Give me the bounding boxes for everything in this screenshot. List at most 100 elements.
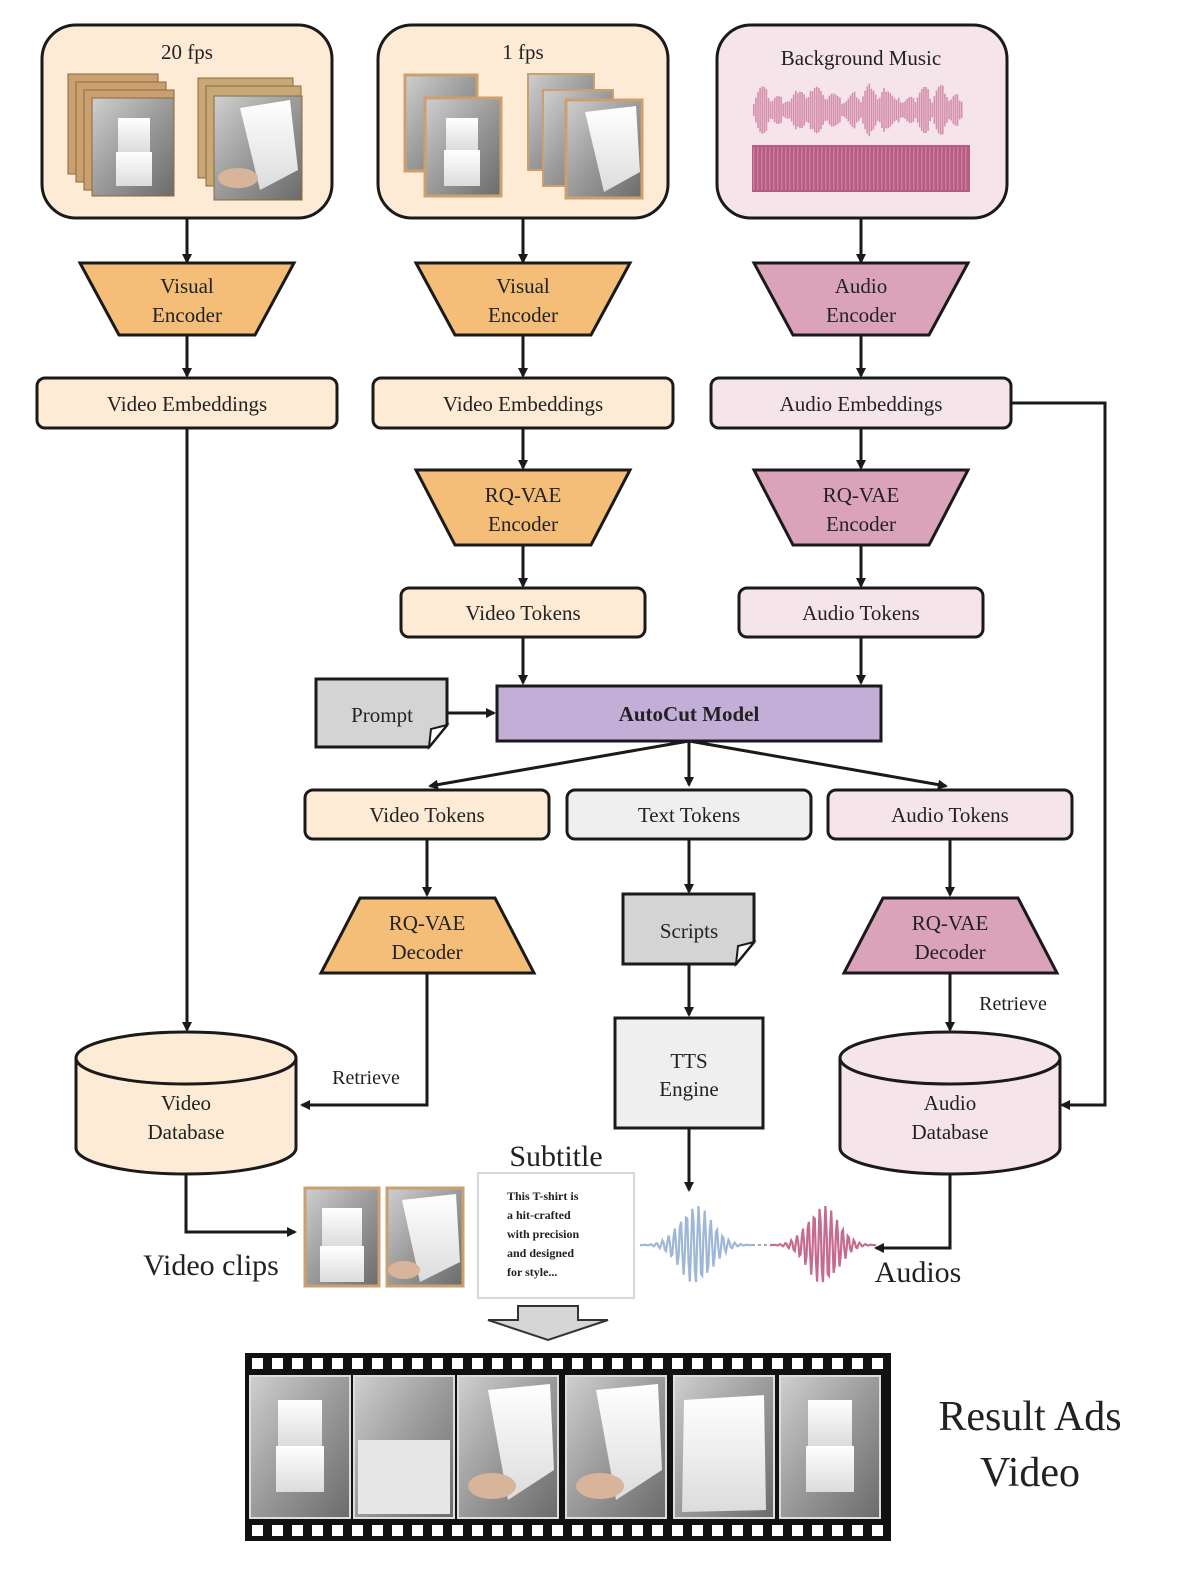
waveform-bar (958, 100, 961, 120)
spectrogram-band (893, 147, 895, 190)
spectrogram-band (857, 147, 859, 190)
waveform-bar (778, 96, 780, 124)
waveform-bar (853, 91, 856, 129)
rqvae-video-decoder: RQ-VAE Decoder (318, 896, 537, 975)
frame-stack-2 (197, 77, 303, 201)
sprocket-hole (772, 1358, 783, 1369)
waveform-bar (828, 95, 831, 125)
audio-embeddings: Audio Embeddings (709, 376, 1013, 430)
svg-text:Visual: Visual (160, 274, 214, 298)
waveform-bar (761, 86, 763, 134)
svg-text:Encoder: Encoder (488, 512, 558, 536)
garment-shape (806, 1446, 854, 1492)
waveform-bar (870, 88, 873, 132)
spectrogram-band (885, 147, 887, 190)
retrieve-audio-label: Retrieve (979, 993, 1047, 1015)
spectrogram-band (873, 147, 875, 190)
prompt-document: Prompt (314, 677, 450, 751)
waveform-bar (822, 95, 824, 125)
waveform-bar (801, 92, 803, 128)
sprocket-hole (652, 1358, 663, 1369)
subtitle-line-1: This T-shirt is (507, 1189, 579, 1203)
waveform-bar (937, 86, 940, 134)
waveform-bar (944, 93, 946, 127)
waveform-bar (803, 94, 805, 126)
sprocket-hole (252, 1525, 263, 1536)
spectrogram-band (801, 147, 803, 190)
sprocket-hole (472, 1525, 483, 1536)
waveform-bar (904, 101, 906, 119)
waveform-bar (765, 89, 768, 131)
hand-shape (576, 1473, 624, 1499)
svg-text:Encoder: Encoder (826, 303, 896, 327)
subtitle-title: Subtitle (509, 1140, 602, 1173)
svg-text:RQ-VAE: RQ-VAE (389, 911, 466, 935)
video-embeddings-1: Video Embeddings (35, 376, 339, 430)
waveform-bar (824, 99, 826, 121)
audio-tokens-out: Audio Tokens (826, 788, 1074, 841)
spectrogram-band (901, 147, 903, 190)
waveform-bar (921, 89, 923, 131)
sprocket-hole (392, 1358, 403, 1369)
video-embeddings-2: Video Embeddings (371, 376, 675, 430)
spectrogram-band (777, 147, 779, 190)
text-tokens-out: Text Tokens (565, 788, 813, 841)
waveform-bar (757, 91, 759, 129)
video-clips-label: Video clips (143, 1249, 279, 1282)
autocut-model: AutoCut Model (495, 684, 883, 743)
video-database: Video Database (74, 1030, 298, 1176)
source-20fps: 20 fps (40, 23, 334, 220)
waveform-bar (893, 98, 896, 122)
waveform-bar (935, 90, 938, 130)
video-tokens-out: Video Tokens (303, 788, 551, 841)
waveform-bar (847, 98, 850, 122)
sprocket-hole (872, 1525, 883, 1536)
spectrogram-band (877, 147, 879, 190)
waveform-bar (811, 91, 814, 129)
spectrogram-band (945, 147, 947, 190)
visual-encoder-2: Visual Encoder (413, 261, 633, 337)
waveform-bar (956, 94, 959, 126)
waveform-bar (809, 90, 812, 130)
sprocket-hole (792, 1525, 803, 1536)
film-sprockets (252, 1358, 883, 1536)
spectrogram-band (829, 147, 831, 190)
waveform-bar (826, 99, 829, 121)
waveform-bar (897, 97, 900, 123)
waveform-bar (939, 85, 942, 135)
spectrogram-band (957, 147, 959, 190)
spectrogram-band (821, 147, 823, 190)
spectrogram-band (905, 147, 907, 190)
spectrogram-band (953, 147, 955, 190)
spectrogram-band (929, 147, 931, 190)
sprocket-hole (472, 1358, 483, 1369)
svg-text:Database: Database (148, 1120, 225, 1144)
spectrogram-band (881, 147, 883, 190)
garment-shape (278, 1400, 322, 1446)
subtitle-line-2: a hit-crafted (507, 1208, 571, 1222)
svg-text:Video Embeddings: Video Embeddings (107, 392, 267, 416)
sprocket-hole (552, 1525, 563, 1536)
waveform-bar (862, 96, 864, 124)
audio-spectrogram (752, 145, 970, 192)
frame-stack-4 (527, 73, 644, 200)
sprocket-hole (512, 1525, 523, 1536)
sprocket-hole (592, 1358, 603, 1369)
rqvae-audio-encoder: RQ-VAE Encoder (751, 468, 971, 547)
waveform-bar (912, 98, 915, 122)
svg-text:Video Tokens: Video Tokens (465, 601, 580, 625)
waveform-bar (942, 85, 944, 135)
waveform-bar (931, 102, 934, 118)
waveform-bar (887, 91, 889, 129)
svg-text:Audio: Audio (924, 1091, 977, 1115)
spectrogram-band (761, 147, 763, 190)
spectrogram-band (793, 147, 795, 190)
sprocket-hole (532, 1525, 543, 1536)
waveform-bar (881, 92, 883, 128)
spectrogram-band (833, 147, 835, 190)
sprocket-hole (672, 1358, 683, 1369)
waveform-bar (851, 92, 854, 128)
svg-text:Text Tokens: Text Tokens (638, 803, 740, 827)
svg-text:AutoCut Model: AutoCut Model (619, 702, 760, 726)
waveform-bar (933, 96, 936, 124)
